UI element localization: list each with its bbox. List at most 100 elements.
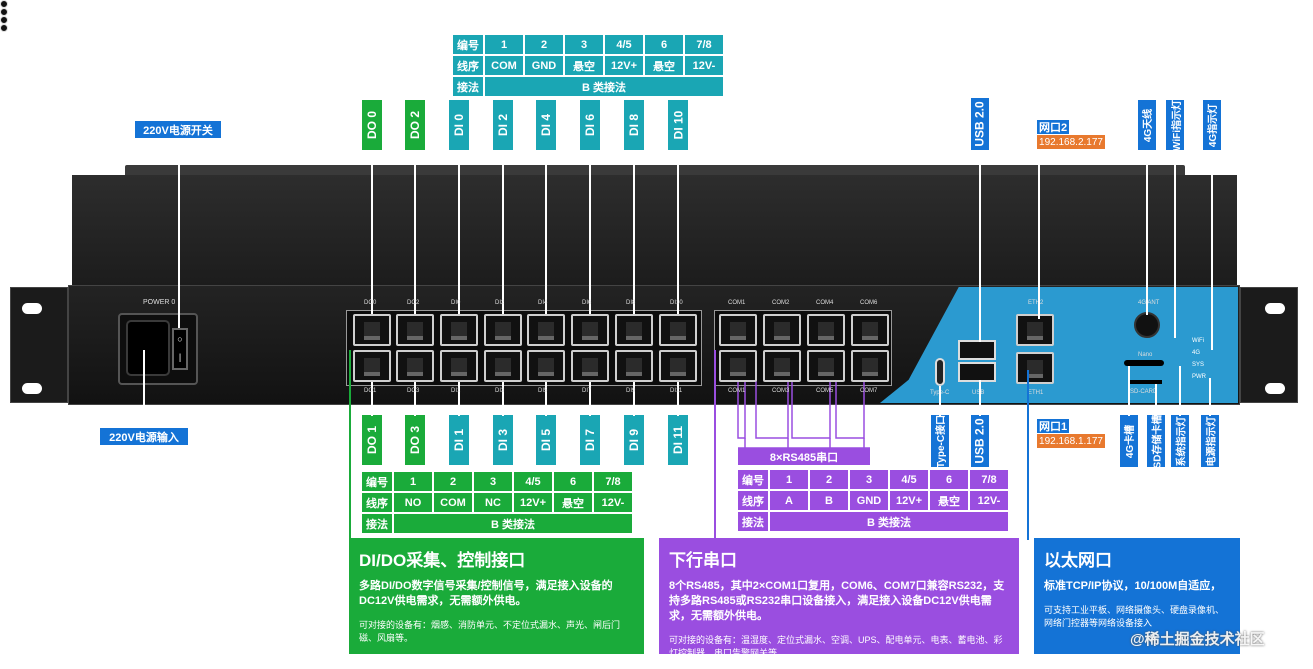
rj45-port[interactable] [396,314,434,346]
typec-tag: Type-C接口 [931,414,949,468]
rj45-port[interactable] [807,350,845,382]
rs485-title: 8×RS485串口 [738,448,870,465]
antenna-connector[interactable] [1134,312,1160,338]
rj45-port[interactable] [440,350,478,382]
table-header: 编号 [453,35,483,54]
indicator-bottom-tag: 系统指示灯 [1171,415,1189,467]
usb-top-tag: USB 2.0 [971,98,989,150]
rj45-port[interactable] [719,314,757,346]
table-cell: 悬空 [554,493,592,512]
sd-slot[interactable] [1128,380,1162,384]
info-main: 8个RS485，其中2×COM1口复用，COM6、COM7口兼容RS232，支持… [669,580,1005,622]
info-sub: 可对接的设备有：烟感、消防单元、不定位式漏水、声光、闸后门磁、风扇等。 [359,620,621,643]
power-silk: POWER 0 [143,299,176,306]
eth1-silk: ETH1 [1028,390,1044,396]
di-bottom-silk: DO3 [407,388,420,394]
com-bottom-silk: COM3 [772,388,790,394]
callout-line [979,150,981,342]
power-switch[interactable]: ○| [172,328,188,370]
rj45-port[interactable] [807,314,845,346]
rj45-port[interactable] [763,350,801,382]
table-header: 接法 [738,512,768,531]
di-bottom-tag: DO 3 [405,415,425,465]
rj45-port[interactable] [615,350,653,382]
callout-line [1146,150,1148,315]
rj45-port[interactable] [484,314,522,346]
di-top-silk: DI0 [451,300,461,306]
rj45-port[interactable] [396,350,434,382]
indicator-top-tag: 4G天线 [1138,100,1156,150]
rj45-port[interactable] [659,314,697,346]
led-icon [0,24,8,32]
typec-port[interactable] [935,358,945,386]
table-cell: 12V+ [514,493,552,512]
rj45-port[interactable] [353,350,391,382]
di-top-silk: DI6 [582,300,592,306]
table-header: 线序 [738,491,768,510]
table-header: 接法 [362,514,392,533]
info-title: DI/DO采集、控制接口 [359,551,526,570]
info-main: 标准TCP/IP协议，10/100M自适应， [1044,580,1222,592]
com-bottom-silk: COM1 [728,388,746,394]
indicator-top-tag: WiFi指示灯 [1166,99,1184,151]
info-box-dido: DI/DO采集、控制接口 多路DI/DO数字信号采集/控制信号，满足接入设备的D… [349,538,644,654]
table-cell: A [770,491,808,510]
eth1-port[interactable] [1016,352,1054,384]
com-bottom-silk: COM7 [860,388,878,394]
callout-line [589,150,591,315]
table-cell: 7/8 [594,472,632,491]
di-bottom-tag: DI 9 [624,415,644,465]
rj45-port[interactable] [440,314,478,346]
table-cell: 悬空 [565,56,603,75]
di-bottom-silk: DI1 [451,388,461,394]
rj45-port[interactable] [719,350,757,382]
callout-line [1174,150,1176,338]
di-bottom-tag: DI 5 [536,415,556,465]
info-box-serial: 下行串口 8个RS485，其中2×COM1口复用，COM6、COM7口兼容RS2… [659,538,1019,658]
rj45-port[interactable] [527,314,565,346]
eth2-port[interactable] [1016,314,1054,346]
callout-line [545,376,547,416]
table-cell: 12V- [685,56,723,75]
sim-slot[interactable] [1124,360,1164,366]
rj45-port[interactable] [571,314,609,346]
indicator-bottom-tag: 4G卡槽 [1120,415,1138,467]
callout-line [1027,370,1029,540]
callout-line [979,380,981,416]
led-label: WiFi [1192,338,1204,344]
table-cell: B 类接法 [770,512,1008,531]
rj45-port[interactable] [615,314,653,346]
rj45-port[interactable] [763,314,801,346]
indicator-bottom-tag: 电源指示灯 [1201,415,1219,467]
rj45-port[interactable] [851,350,889,382]
di-top-tag: DO 0 [362,100,382,150]
callout-line [458,150,460,315]
rj45-port[interactable] [659,350,697,382]
di-bottom-silk: DI5 [538,388,548,394]
rj45-port[interactable] [484,350,522,382]
callout-line [714,350,716,540]
rj45-port[interactable] [527,350,565,382]
info-sub: 可对接的设备有：温湿度、定位式漏水、空调、UPS、配电单元、电表、蓄电池、彩灯控… [669,635,1003,658]
com-bottom-silk: COM5 [816,388,834,394]
info-title: 下行串口 [669,551,737,570]
di-top-silk: DI8 [626,300,636,306]
callout-line [414,376,416,416]
usb-port-top[interactable] [958,340,996,360]
callout-line [1179,366,1181,416]
table-cell: 1 [485,35,523,54]
info-sub: 可支持工业平板、网络摄像头、硬盘录像机、网络门控器等网络设备接入 [1044,605,1225,628]
di-top-tag: DI 10 [668,100,688,150]
rj45-port[interactable] [571,350,609,382]
eth2-silk: ETH2 [1028,300,1044,306]
chassis-top [125,165,1185,177]
mount-hole [22,383,42,394]
rj45-port[interactable] [851,314,889,346]
usb-port-bottom[interactable] [958,362,996,382]
table-cell: 4/5 [605,35,643,54]
mount-hole [1265,303,1285,314]
sd-silk: SD-CARD [1130,389,1158,395]
table-cell: 12V+ [890,491,928,510]
rj45-port[interactable] [353,314,391,346]
indicator-bottom-tag: SD存储卡槽 [1147,414,1165,468]
